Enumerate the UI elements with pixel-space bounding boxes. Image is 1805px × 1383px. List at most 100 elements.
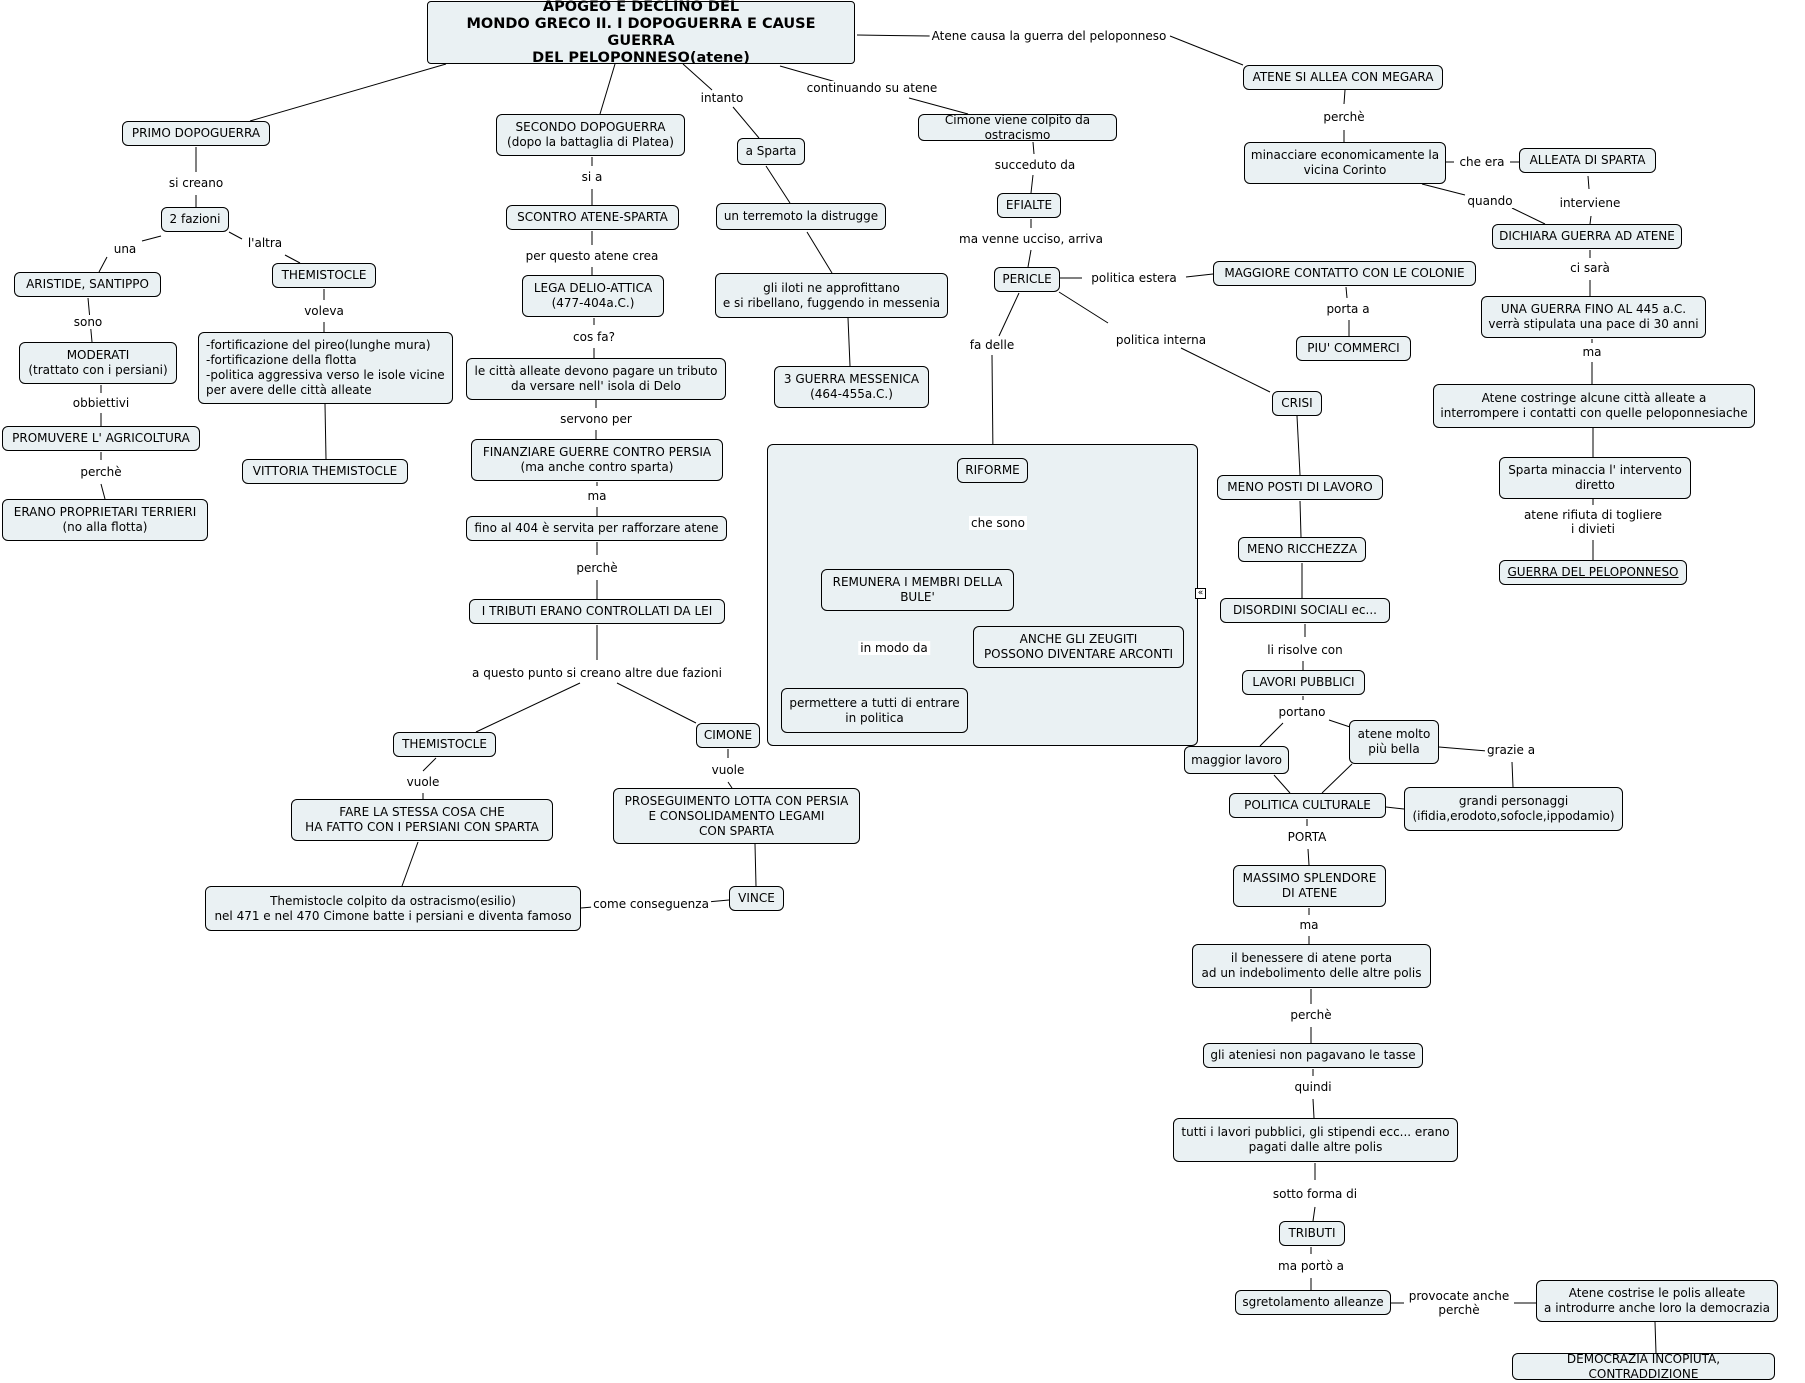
connector-line <box>1654 1321 1657 1354</box>
concept-node-terremoto[interactable]: un terremoto la distrugge <box>716 203 886 230</box>
concept-node-costrise[interactable]: Atene costrise le polis alleate a introd… <box>1536 1280 1778 1322</box>
connector-line <box>1321 763 1353 794</box>
concept-node-text: ERANO PROPRIETARI TERRIERI (no alla flot… <box>13 505 197 534</box>
concept-node-proprietari[interactable]: ERANO PROPRIETARI TERRIERI (no alla flot… <box>2 499 208 541</box>
link-label-politicaest: politica estera <box>1089 271 1179 285</box>
concept-node-massimo[interactable]: MASSIMO SPLENDORE DI ATENE <box>1233 865 1386 907</box>
concept-node-primo[interactable]: PRIMO DOPOGUERRA <box>122 121 270 146</box>
link-label-succeduto: succeduto da <box>992 158 1078 172</box>
concept-node-tributi2[interactable]: TRIBUTI <box>1279 1221 1345 1246</box>
concept-node-messenica[interactable]: 3 GUERRA MESSENICA (464-455a.C.) <box>774 366 929 408</box>
link-label-quando: quando <box>1465 194 1515 208</box>
concept-node-zeugiti[interactable]: ANCHE GLI ZEUGITI POSSONO DIVENTARE ARCO… <box>973 626 1184 668</box>
link-label-inmodo: in modo da <box>858 641 930 655</box>
concept-node-maggiore[interactable]: MAGGIORE CONTATTO CON LE COLONIE <box>1213 261 1476 286</box>
concept-node-lavori[interactable]: LAVORI PUBBLICI <box>1242 670 1365 695</box>
concept-node-them2[interactable]: THEMISTOCLE <box>393 732 496 757</box>
concept-node-text: minacciare economicamente la vicina Cori… <box>1250 148 1440 177</box>
concept-node-text: FARE LA STESSA COSA CHE HA FATTO CON I P… <box>305 805 539 834</box>
concept-node-guerra445[interactable]: UNA GUERRA FINO AL 445 a.C. verrà stipul… <box>1481 296 1706 338</box>
connector-line <box>100 483 106 500</box>
concept-node-cimone_colpito[interactable]: Cimone viene colpito da ostracismo <box>918 113 1117 142</box>
concept-node-minacciare[interactable]: minacciare economicamente la vicina Cori… <box>1244 142 1446 184</box>
concept-node-fare[interactable]: FARE LA STESSA COSA CHE HA FATTO CON I P… <box>291 799 553 841</box>
concept-node-fino404[interactable]: fino al 404 è servita per rafforzare ate… <box>466 516 727 541</box>
concept-node-tributi[interactable]: I TRIBUTI ERANO CONTROLLATI DA LEI <box>469 599 725 624</box>
concept-node-disordini[interactable]: DISORDINI SOCIALI ec... <box>1220 598 1390 623</box>
concept-node-menoricch[interactable]: MENO RICCHEZZA <box>1238 537 1366 562</box>
concept-node-finanziare[interactable]: FINANZIARE GUERRE CONTRO PERSIA (ma anch… <box>471 439 723 481</box>
connector-line <box>616 682 697 724</box>
concept-node-text: PROSEGUIMENTO LOTTA CON PERSIA E CONSOLI… <box>624 793 849 838</box>
link-label-continuando: continuando su atene <box>804 81 940 95</box>
link-label-servonoper: servono per <box>558 412 634 426</box>
concept-node-menoposti[interactable]: MENO POSTI DI LAVORO <box>1217 475 1383 500</box>
connector-line <box>1589 215 1592 225</box>
concept-node-guerrapelo[interactable]: GUERRA DEL PELOPONNESO <box>1499 560 1687 585</box>
concept-node-them1[interactable]: THEMISTOCLE <box>272 263 376 288</box>
concept-node-promuovere[interactable]: PROMUVERE L' AGRICOLTURA <box>2 426 200 451</box>
concept-node-permettere[interactable]: permettere a tutti di entrare in politic… <box>781 688 968 733</box>
concept-node-grandi[interactable]: grandi personaggi (ifidia,erodoto,sofocl… <box>1404 787 1623 831</box>
concept-node-text: SCONTRO ATENE-SPARTA <box>517 210 668 224</box>
link-label-cisara: ci sarà <box>1568 261 1612 275</box>
concept-node-megara[interactable]: ATENE SI ALLEA CON MEGARA <box>1243 65 1443 90</box>
concept-node-lega[interactable]: LEGA DELIO-ATTICA (477-404a.C.) <box>522 275 664 317</box>
concept-node-text: tutti i lavori pubblici, gli stipendi ec… <box>1181 1125 1450 1154</box>
concept-node-minaccia[interactable]: Sparta minaccia l' intervento diretto <box>1499 457 1691 499</box>
concept-node-remunera[interactable]: REMUNERA I MEMBRI DELLA BULE' <box>821 569 1014 611</box>
concept-node-text: 3 GUERRA MESSENICA (464-455a.C.) <box>783 372 920 401</box>
concept-node-title[interactable]: APOGEO E DECLINO DEL MONDO GRECO II. I D… <box>427 0 855 66</box>
concept-node-costringe[interactable]: Atene costringe alcune città alleate a i… <box>1433 384 1755 428</box>
concept-node-crisi[interactable]: CRISI <box>1272 391 1322 416</box>
concept-node-scontro[interactable]: SCONTRO ATENE-SPARTA <box>506 205 679 230</box>
concept-node-benessere[interactable]: il benessere di atene porta ad un indebo… <box>1192 944 1431 988</box>
concept-node-secondo[interactable]: SECONDO DOPOGUERRA (dopo la battaglia di… <box>496 114 685 156</box>
concept-node-moderati[interactable]: MODERATI (trattato con i persiani) <box>19 342 177 384</box>
concept-node-text: ARISTIDE, SANTIPPO <box>26 277 149 291</box>
concept-node-text: THEMISTOCLE <box>281 268 367 282</box>
concept-node-text: APOGEO E DECLINO DEL MONDO GRECO II. I D… <box>466 0 816 66</box>
concept-node-vittoria[interactable]: VITTORIA THEMISTOCLE <box>242 459 408 484</box>
link-label-portano: portano <box>1276 705 1328 719</box>
link-label-chesono: che sono <box>969 516 1027 530</box>
link-label-perquesto: per questo atene crea <box>523 249 661 263</box>
connector-line <box>228 231 243 240</box>
concept-node-text: CRISI <box>1281 396 1313 410</box>
concept-node-iloti[interactable]: gli iloti ne approfittano e si ribellano… <box>715 273 948 318</box>
concept-node-maggiorlav[interactable]: maggior lavoro <box>1184 746 1289 774</box>
connector-line <box>1273 774 1291 794</box>
concept-node-cittaall[interactable]: le città alleate devono pagare un tribut… <box>466 358 726 400</box>
concept-node-asparta[interactable]: a Sparta <box>737 138 805 165</box>
concept-node-them_colpito[interactable]: Themistocle colpito da ostracismo(esilio… <box>205 886 581 931</box>
concept-node-vince[interactable]: VINCE <box>729 886 784 911</box>
concept-node-bella[interactable]: atene molto più bella <box>1349 720 1439 764</box>
concept-node-alleata[interactable]: ALLEATA DI SPARTA <box>1519 148 1656 173</box>
concept-node-text: atene molto più bella <box>1357 727 1431 756</box>
concept-node-dichiara[interactable]: DICHIARA GUERRA AD ATENE <box>1492 224 1682 249</box>
concept-node-politicacult[interactable]: POLITICA CULTURALE <box>1229 793 1386 818</box>
concept-node-ateniesi[interactable]: gli ateniesi non pagavano le tasse <box>1203 1043 1423 1068</box>
concept-node-text: RIFORME <box>965 463 1020 477</box>
concept-node-text: FINANZIARE GUERRE CONTRO PERSIA (ma anch… <box>482 445 712 474</box>
concept-node-cimone[interactable]: CIMONE <box>696 723 760 748</box>
concept-node-commerci[interactable]: PIU' COMMERCI <box>1296 336 1411 361</box>
concept-node-riforme[interactable]: RIFORME <box>957 458 1028 483</box>
concept-node-text: PIU' COMMERCI <box>1307 341 1400 355</box>
concept-node-text: ATENE SI ALLEA CON MEGARA <box>1252 70 1434 84</box>
concept-node-efialte[interactable]: EFIALTE <box>997 193 1061 218</box>
concept-node-tutti[interactable]: tutti i lavori pubblici, gli stipendi ec… <box>1173 1118 1458 1162</box>
concept-node-duefaz[interactable]: 2 fazioni <box>161 207 229 232</box>
link-label-ma2: ma <box>1297 918 1321 932</box>
concept-node-text: EFIALTE <box>1005 198 1053 212</box>
concept-node-sgretolamento[interactable]: sgretolamento alleanze <box>1235 1290 1391 1315</box>
connector-line <box>249 63 447 122</box>
concept-node-democrazia[interactable]: DEMOCRAZIA INCOPIUTA, CONTRADDIZIONE <box>1512 1352 1775 1381</box>
concept-node-pericle[interactable]: PERICLE <box>994 267 1060 292</box>
collapse-group-icon[interactable]: « <box>1195 588 1206 599</box>
connector-line <box>908 97 969 115</box>
concept-node-aristide[interactable]: ARISTIDE, SANTIPPO <box>14 272 161 297</box>
concept-node-fortif[interactable]: -fortificazione del pireo(lunghe mura) -… <box>198 332 453 404</box>
concept-node-proseguimento[interactable]: PROSEGUIMENTO LOTTA CON PERSIA E CONSOLI… <box>613 788 860 844</box>
